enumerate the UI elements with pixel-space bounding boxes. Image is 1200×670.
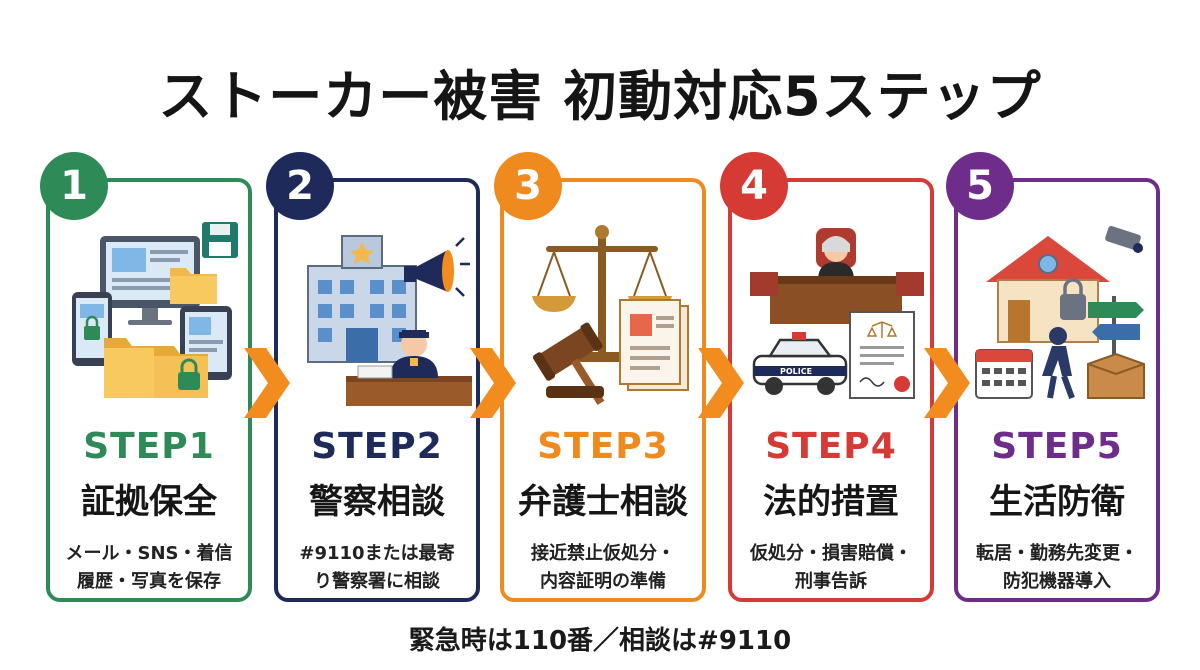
step-name-4: 法的措置	[763, 482, 899, 522]
house-security-icon	[966, 206, 1156, 406]
step-label-4: STEP4	[765, 426, 897, 467]
step-label-3: STEP3	[537, 426, 669, 467]
police-car-label: POLICE	[780, 367, 812, 376]
chevron-right-icon	[470, 348, 516, 418]
courtroom-icon: POLICE	[740, 206, 930, 406]
step-desc-2: #9110または最寄 り警察署に相談	[282, 540, 472, 596]
step-card-4: POLICE STEP4 法的措置 仮処分・損害賠償・ 刑事告訴	[728, 178, 934, 602]
step-label-5: STEP5	[991, 426, 1123, 467]
step-desc-2-line1: #9110または最寄	[299, 543, 455, 564]
step-desc-1-line2: 履歴・写真を保存	[77, 571, 221, 592]
step-badge-2: 2	[266, 152, 334, 220]
police-station-icon	[286, 206, 476, 406]
chevron-right-icon	[244, 348, 290, 418]
step-label-1: STEP1	[83, 426, 215, 467]
footer-emergency-note: 緊急時は110番／相談は#9110	[408, 626, 792, 656]
step-badge-5: 5	[946, 152, 1014, 220]
chevron-right-icon	[924, 348, 970, 418]
step-label-2: STEP2	[311, 426, 443, 467]
step-desc-2-line2: り警察署に相談	[314, 571, 440, 592]
step-name-5: 生活防衛	[989, 482, 1125, 522]
step-desc-1: メール・SNS・着信 履歴・写真を保存	[54, 540, 244, 596]
step-name-3: 弁護士相談	[518, 482, 688, 522]
scales-gavel-icon	[512, 206, 702, 406]
step-badge-3: 3	[494, 152, 562, 220]
step-desc-1-line1: メール・SNS・着信	[65, 543, 233, 564]
step-badge-4: 4	[720, 152, 788, 220]
step-name-2: 警察相談	[309, 482, 445, 522]
step-desc-5: 転居・勤務先変更・ 防犯機器導入	[962, 540, 1152, 596]
step-card-2: STEP2 警察相談 #9110または最寄 り警察署に相談	[274, 178, 480, 602]
step-name-1: 証拠保全	[81, 482, 217, 522]
step-card-1: STEP1 証拠保全 メール・SNS・着信 履歴・写真を保存	[46, 178, 252, 602]
main-title: ストーカー被害 初動対応5ステップ	[158, 65, 1042, 128]
step-desc-3-line1: 接近禁止仮処分・	[531, 543, 675, 564]
step-desc-5-line2: 防犯機器導入	[1003, 571, 1111, 592]
step-card-5: STEP5 生活防衛 転居・勤務先変更・ 防犯機器導入	[954, 178, 1160, 602]
step-badge-1: 1	[40, 152, 108, 220]
step-desc-5-line1: 転居・勤務先変更・	[976, 543, 1138, 564]
chevron-right-icon	[698, 348, 744, 418]
step-desc-4-line1: 仮処分・損害賠償・	[750, 543, 912, 564]
step-desc-3: 接近禁止仮処分・ 内容証明の準備	[508, 540, 698, 596]
step-desc-4: 仮処分・損害賠償・ 刑事告訴	[736, 540, 926, 596]
step-card-3: STEP3 弁護士相談 接近禁止仮処分・ 内容証明の準備	[500, 178, 706, 602]
step-desc-3-line2: 内容証明の準備	[540, 571, 666, 592]
step-desc-4-line2: 刑事告訴	[795, 571, 867, 592]
evidence-devices-icon	[58, 206, 248, 406]
